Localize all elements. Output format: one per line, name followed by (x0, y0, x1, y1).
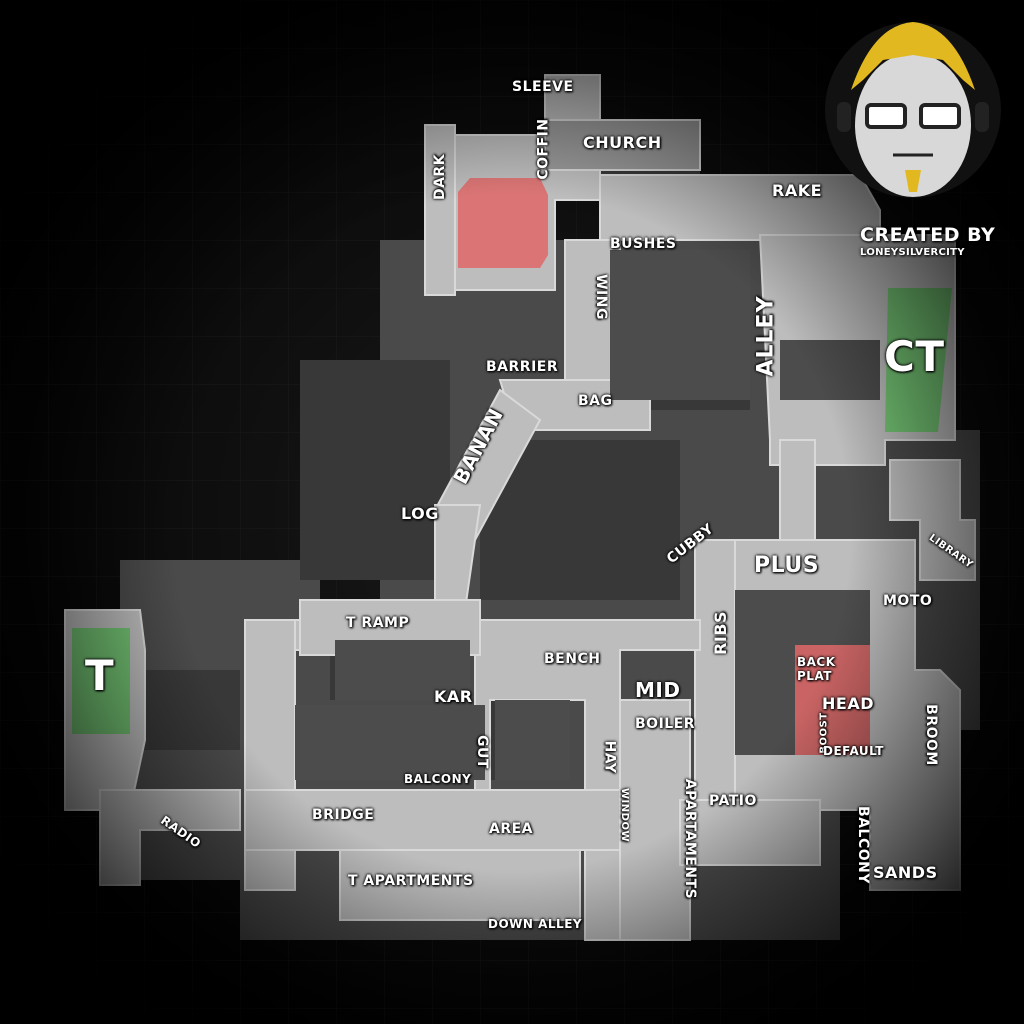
label-moto: MOTO (883, 593, 933, 609)
credit-line1: CREATED BY (860, 224, 996, 246)
label-balcony-t: BALCONY (404, 772, 472, 786)
label-rake: RAKE (772, 181, 823, 200)
label-balcony-ct: BALCONY (854, 806, 871, 884)
label-ct: CT (884, 332, 945, 381)
label-bushes: BUSHES (610, 236, 677, 252)
label-bridge: BRIDGE (312, 807, 375, 823)
label-area: AREA (489, 821, 534, 837)
logo-icon (825, 22, 1001, 198)
label-down-alley: DOWN ALLEY (488, 917, 583, 931)
label-patio: PATIO (709, 793, 757, 809)
label-wing: WING (592, 274, 609, 320)
label-log: LOG (401, 504, 439, 523)
label-mid: MID (635, 678, 681, 702)
label-t-apartments: T APARTMENTS (348, 873, 474, 889)
label-t: T (85, 651, 115, 700)
label-barrier: BARRIER (486, 359, 559, 375)
label-head: HEAD (822, 694, 874, 713)
label-default: DEFAULT (823, 744, 884, 758)
label-boiler: BOILER (635, 716, 696, 732)
credit-line2: LONEYSILVERCITY (860, 247, 965, 258)
label-ribs: RIBS (711, 611, 730, 655)
label-sands: SANDS (873, 863, 938, 882)
label-alley: ALLEY (753, 295, 779, 377)
label-kar: KAR (434, 687, 473, 706)
label-hay: HAY (601, 740, 618, 774)
label-dark: DARK (432, 153, 449, 201)
label-gut: GUT (473, 735, 490, 769)
label-church: CHURCH (583, 133, 662, 152)
label-window: WINDOW (618, 788, 630, 842)
label-bench: BENCH (544, 651, 601, 667)
label-coffin: COFFIN (535, 118, 552, 180)
label-apartaments: APARTAMENTS (682, 778, 699, 900)
label-back-plat: BACK PLAT (797, 655, 836, 684)
label-plus: PLUS (754, 553, 820, 578)
label-broom: BROOM (922, 704, 939, 766)
credit-block: CREATED BY LONEYSILVERCITY (860, 224, 995, 258)
label-sleeve: SLEEVE (512, 79, 574, 95)
label-t-ramp: T RAMP (346, 615, 410, 631)
label-bag: BAG (578, 393, 613, 409)
